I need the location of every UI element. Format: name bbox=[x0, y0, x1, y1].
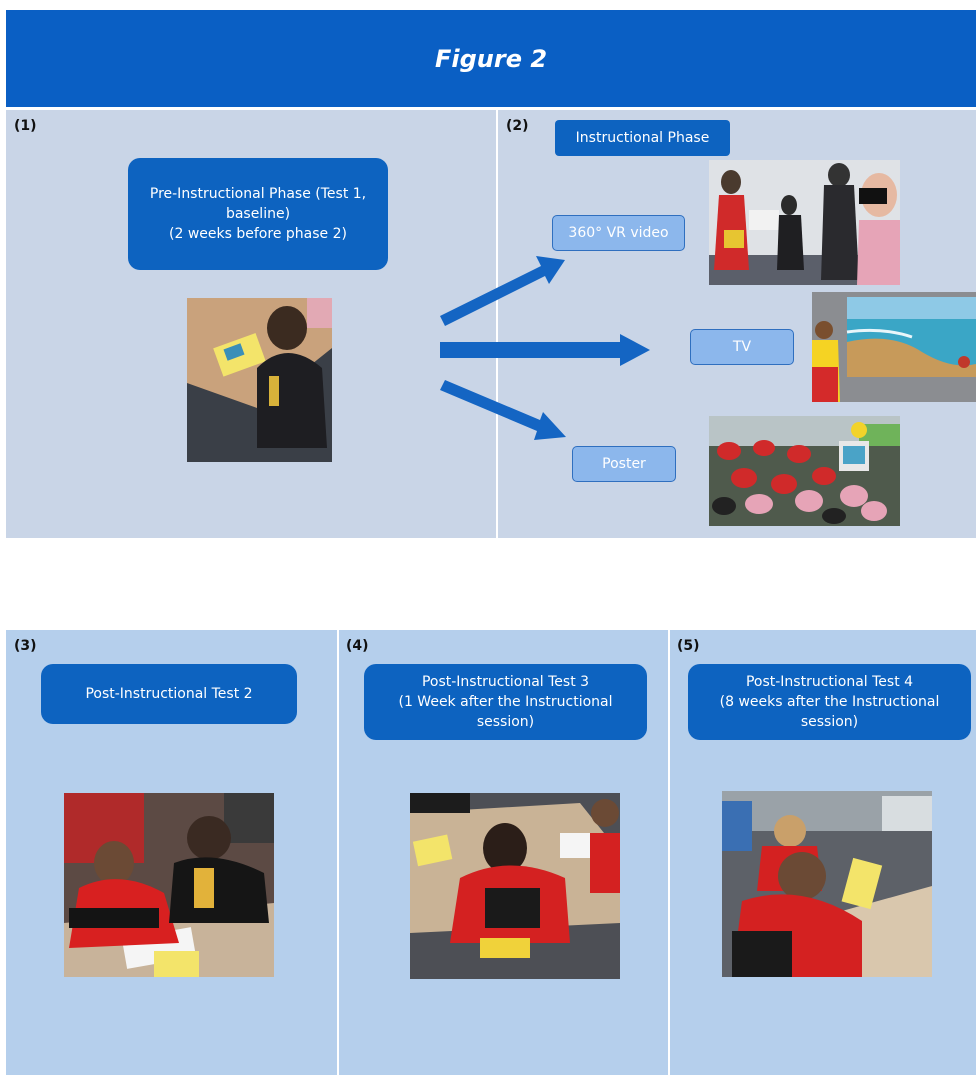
poster-box: Poster bbox=[572, 446, 676, 482]
post-test-2-photo bbox=[64, 793, 274, 977]
post-test-3-box: Post-Instructional Test 3 (1 Week after … bbox=[364, 664, 647, 740]
panel-2-number: (2) bbox=[506, 118, 529, 134]
poster-label: Poster bbox=[602, 456, 646, 472]
tv-label: TV bbox=[732, 339, 752, 355]
panel-3-number: (3) bbox=[14, 638, 37, 654]
post-test-2-box: Post-Instructional Test 2 bbox=[41, 664, 297, 724]
pre-instructional-box: Pre-Instructional Phase (Test 1, baselin… bbox=[128, 158, 388, 270]
pre-instructional-text: Pre-Instructional Phase (Test 1, baselin… bbox=[149, 186, 367, 242]
tv-photo bbox=[812, 292, 976, 402]
poster-photo bbox=[709, 416, 900, 526]
tv-box: TV bbox=[690, 329, 794, 365]
pre-test-photo bbox=[187, 298, 332, 462]
post-test-4-text: Post-Instructional Test 4 (8 weeks after… bbox=[719, 674, 940, 730]
figure-title: Figure 2 bbox=[434, 44, 548, 73]
post-test-4-photo bbox=[722, 791, 932, 977]
post-test-2-text: Post-Instructional Test 2 bbox=[85, 686, 253, 702]
figure-title-banner: Figure 2 bbox=[6, 10, 976, 107]
panel-4-number: (4) bbox=[346, 638, 369, 654]
instructional-phase-text: Instructional Phase bbox=[575, 130, 710, 146]
panel-5-number: (5) bbox=[677, 638, 700, 654]
vr-video-photo bbox=[709, 160, 900, 285]
post-test-4-box: Post-Instructional Test 4 (8 weeks after… bbox=[688, 664, 971, 740]
vr-video-box: 360° VR video bbox=[552, 215, 685, 251]
instructional-phase-box: Instructional Phase bbox=[555, 120, 730, 156]
post-test-3-photo bbox=[410, 793, 620, 979]
panel-1-number: (1) bbox=[14, 118, 37, 134]
post-test-3-text: Post-Instructional Test 3 (1 Week after … bbox=[398, 674, 613, 730]
vr-video-label: 360° VR video bbox=[568, 225, 669, 241]
